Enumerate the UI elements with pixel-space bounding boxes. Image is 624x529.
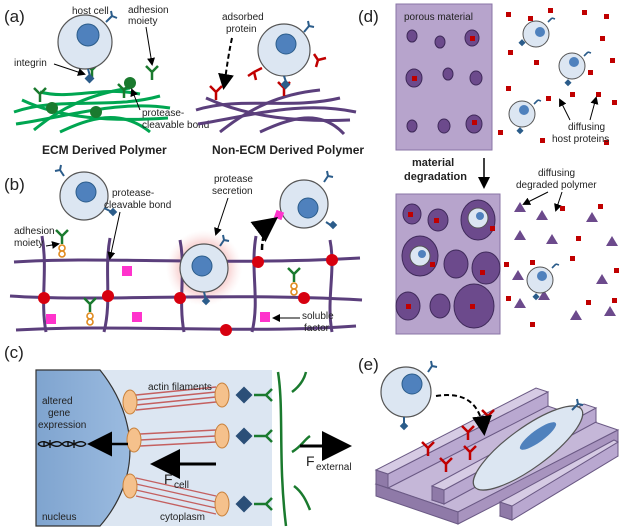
label-actin: actin filaments [148,382,212,393]
label-diffusing-poly-1: diffusing [538,168,575,179]
cleavable-node [90,106,102,118]
panel-d-letter: (d) [358,7,379,26]
label-nucleus: nucleus [42,512,76,523]
label-diffusing-host-2: host proteins [552,134,609,145]
panel-e: (e) [358,355,620,525]
nucleus-icon [519,422,557,450]
diffusing-proteins-top [498,8,617,145]
cleavable-node [46,102,58,114]
host-cell-b3 [273,170,338,230]
integrin-anchor-icons [235,386,253,513]
integrin-icon [280,79,291,90]
degraded-polymer-icons [512,202,618,320]
nucleus-icon [275,33,297,55]
integrin-icon [201,296,211,306]
receptor-icon [427,360,438,373]
label-adhesion-b2: moiety [14,238,43,249]
host-cell-b1 [54,164,118,221]
label-degradation-2: degradation [404,171,467,183]
host-cell-e [380,360,438,431]
integrin-icon [399,421,409,431]
integrin-icon [328,220,338,230]
label-altered-2: gene [48,408,71,419]
adsorbed-protein-icons [209,53,327,100]
label-non-ecm-title: Non-ECM Derived Polymer [212,143,364,157]
receptor-icon [219,234,230,247]
label-f-cell-sub: cell [174,480,189,491]
proteins-in-pores-top [412,36,477,125]
label-adhesion-a1: adhesion [128,5,169,16]
label-protease-a2: cleavable bond [142,120,209,131]
label-adhesion-a2: moiety [128,16,157,27]
integrin-icon [84,73,95,84]
host-cell-a2 [257,20,315,90]
cell-d-bottom [526,263,560,301]
elongated-cell [472,398,584,491]
integrin-icon [108,207,118,217]
label-porous: porous material [404,12,473,23]
nucleus-icon [401,373,423,395]
label-host-cell: host cell [72,6,109,17]
panel-a-letter: (a) [4,7,25,26]
nucleus-region [35,369,131,527]
label-secretion-2: secretion [212,186,253,197]
label-diffusing-poly-2: degraded polymer [516,180,597,191]
receptor-icon [303,20,315,33]
nucleus-icon [297,197,319,219]
panel-c: (c) [4,343,352,527]
label-cytoplasm: cytoplasm [160,512,205,523]
label-adsorbed-2: protein [226,24,257,35]
label-integrin: integrin [14,58,47,69]
label-altered-3: expression [38,420,86,431]
receptor-icon [105,10,118,23]
receptor-icon [323,170,334,183]
panel-c-letter: (c) [4,343,24,362]
pores-top [405,29,483,134]
label-adsorbed-1: adsorbed [222,12,264,23]
label-secretion-1: protease [214,174,253,185]
receptor-icon [571,398,584,411]
label-f-external-sub: external [316,462,352,473]
cells-d-top [508,17,592,135]
label-adhesion-b1: adhesion [14,226,55,237]
label-soluble-2: factor [304,323,330,334]
panel-b-letter: (b) [4,175,25,194]
panel-b: (b) [4,164,363,336]
nucleus-icon [191,255,213,277]
nucleus-icon [76,23,100,47]
panel-d: (d) porous material [358,3,619,335]
soluble-factor-icons [46,266,270,324]
label-protease-a1: protease- [142,108,184,119]
label-altered-1: altered [42,396,73,407]
panel-a: (a) host cell adhes [4,5,364,157]
dna-icon [37,440,87,448]
actin-filaments [135,386,217,515]
label-soluble-1: soluble [302,311,334,322]
panel-e-letter: (e) [358,355,379,374]
receptor-icon [54,164,65,177]
ecm-fibers [13,86,171,134]
adhesion-moiety-b-icons [55,229,301,326]
host-cell-a1 [57,10,118,84]
host-cell-b2 [179,234,230,306]
diffusing-proteins-bottom [504,204,619,327]
label-ecm-title: ECM Derived Polymer [42,143,167,157]
non-ecm-fibers [195,88,357,136]
proteins-in-pores-bottom [406,212,495,309]
focal-adhesion-icons [122,382,230,517]
cleavable-nodes-b [38,254,338,336]
ecm-fiber-c [254,371,312,527]
label-protease-b1: protease- [112,188,154,199]
label-f-external: F [306,453,315,469]
label-f-cell: F [164,471,173,487]
label-diffusing-host-1: diffusing [568,122,605,133]
label-degradation-1: material [412,157,454,169]
label-protease-b2: cleavable bond [104,200,171,211]
nucleus-icon [75,181,97,203]
